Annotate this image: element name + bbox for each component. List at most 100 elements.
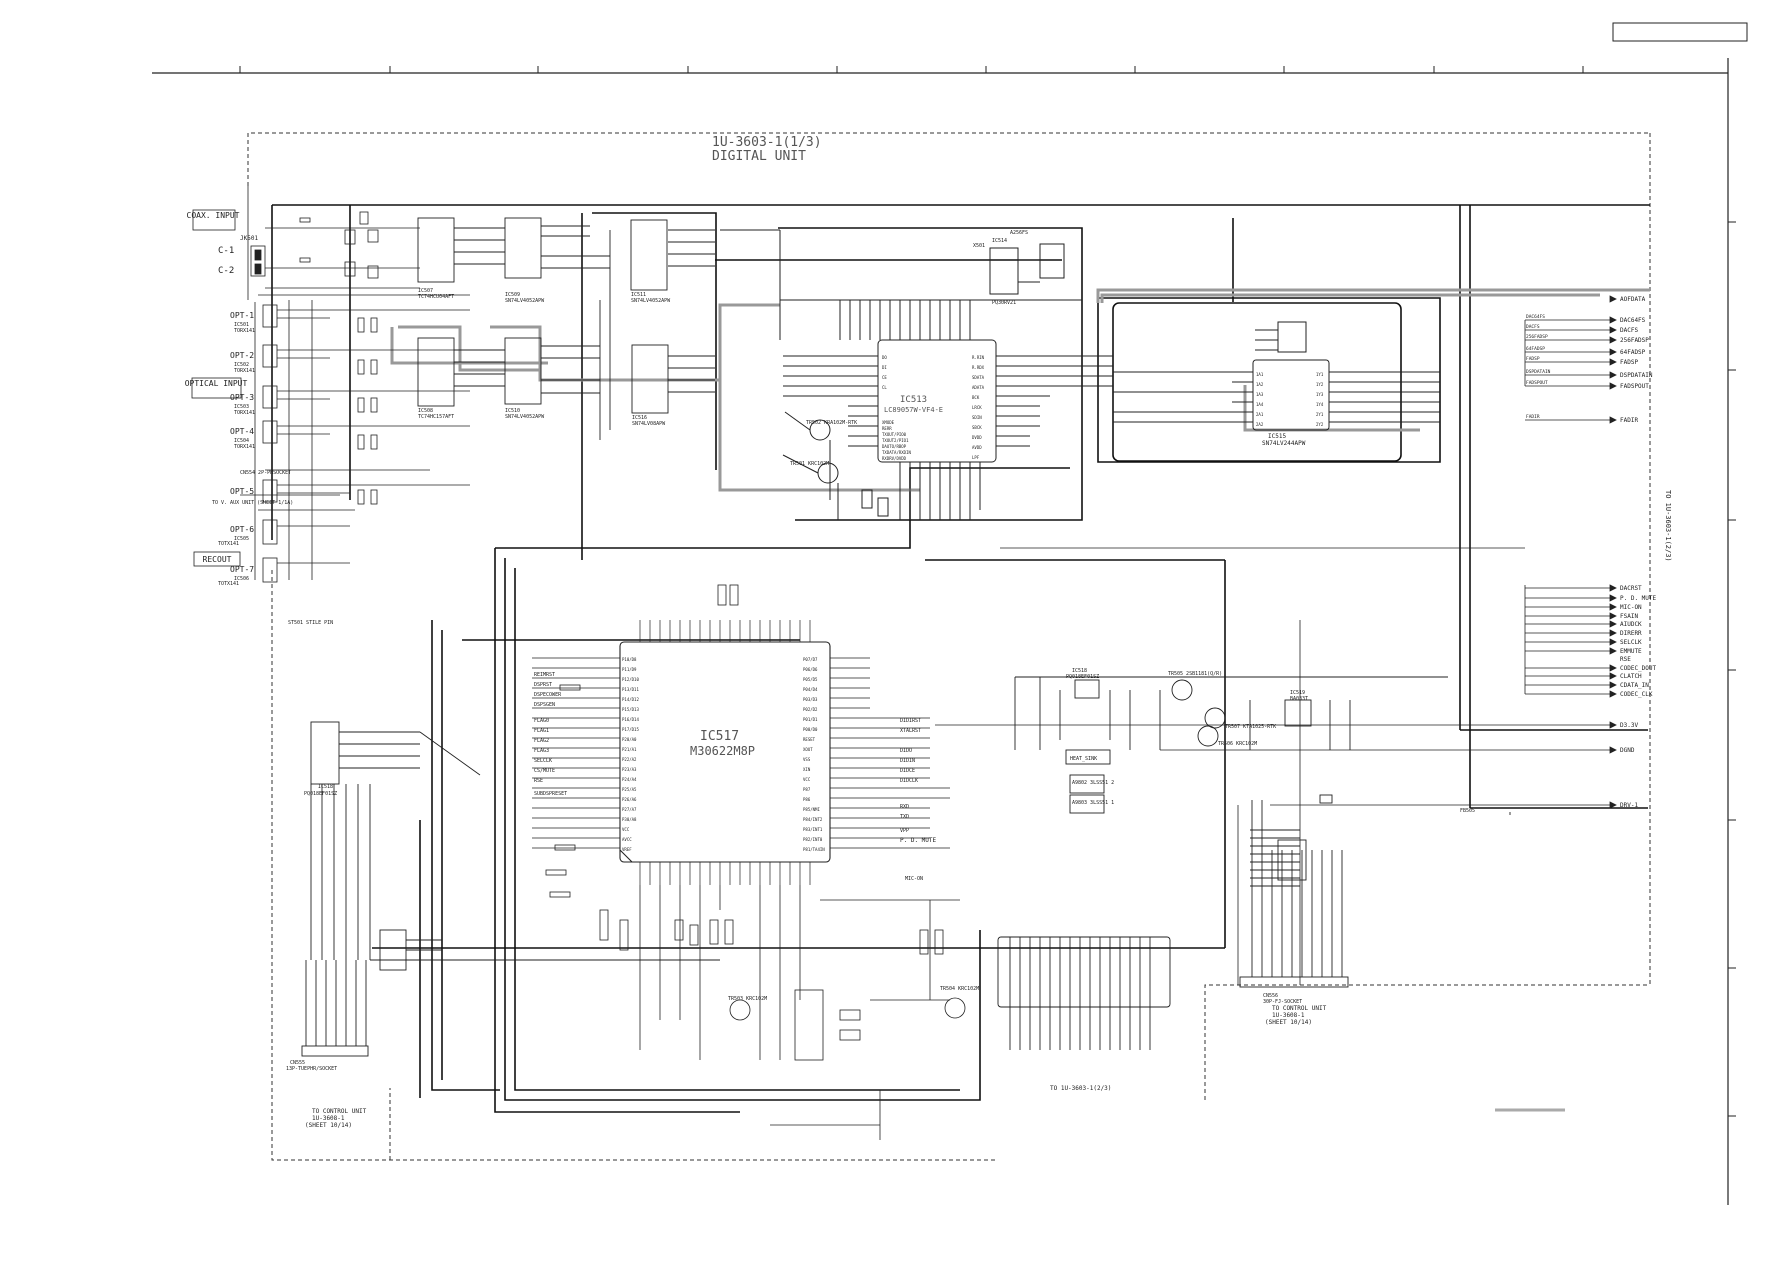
net-256fadsp: 256FADSP: [1526, 334, 1548, 340]
ic511-part: SN74LV4052APW: [631, 298, 671, 304]
mcu-pin-r4: P03/D3: [803, 697, 818, 702]
ic510-ref: IC510: [505, 408, 520, 414]
out-selclk: SELCLK: [1620, 639, 1642, 646]
ic515-part: SN74LV244APW: [1262, 440, 1306, 447]
tr506-label: TR506 KRC102M: [1218, 741, 1257, 747]
optical-input-label: OPTICAL INPUT: [185, 379, 248, 388]
ic513-pin-l5: RERR: [882, 426, 892, 431]
mcu-pin-l0: P10/D8: [622, 657, 637, 662]
ic518-part: PQ018EF01SZ: [304, 791, 337, 797]
ic513-pin-l6: TXOUT/PIO0: [882, 432, 907, 437]
jk501-label: JK501: [240, 235, 258, 242]
output-net-labels: DAC64FS DACFS 256FADSP 64FADSP FADSP DSP…: [1526, 314, 1551, 420]
ic513-pin-l9: TXDATA/RXDIN: [882, 450, 911, 455]
mcu-peripherals: [545, 584, 966, 1140]
out-codec-dout: CODEC_DOUT: [1620, 665, 1657, 672]
mcu-pin-l5: P15/D13: [622, 707, 639, 712]
ic515-pin8: 1Y1: [1316, 372, 1324, 377]
ic517-block: [619, 641, 831, 863]
ic519-part: BA033T: [1290, 696, 1308, 702]
mcu-pin-l6: P16/D14: [622, 717, 639, 722]
mcu-pin-r0: P07/D7: [803, 657, 818, 662]
ic513-pin-r0: R.RIN: [972, 355, 985, 360]
mcu-pin-r6: P01/D1: [803, 717, 818, 722]
mcu-pin-l12: P24/A4: [622, 777, 637, 782]
heatsink-label: HEAT_SINK: [1070, 756, 1097, 762]
ic517-ref: IC517: [700, 729, 739, 744]
mcu-sig-r0: DIDIRST: [900, 718, 921, 724]
fb505-label: FB505: [1460, 808, 1475, 814]
tr507-label: TR507 KTA1025-RTK: [1225, 724, 1276, 730]
mcu-pin-r1: P06/D6: [803, 667, 818, 672]
opt3-label: OPT-3: [230, 393, 254, 402]
out-direrr: DIRERR: [1620, 630, 1642, 637]
mcu-sig-l9: CS/MUTE: [534, 768, 555, 774]
ic513-part: LC89057W-VF4-E: [884, 406, 943, 414]
mcu-pin-r3: P04/D4: [803, 687, 818, 692]
cn556-part: 30P-FJ-SOCKET: [1263, 999, 1302, 1005]
aux-note: TO V. AUX UNIT (SHEET 1/1A): [212, 500, 293, 506]
ic508-part: TC74HC157AFT: [418, 414, 454, 420]
coax-input-label: COAX. INPUT: [187, 211, 240, 220]
out-fadspout: FADSPOUT: [1620, 383, 1649, 390]
ic513-pin-r8: DVDD: [972, 435, 982, 440]
net-fadspout: FADSPOUT: [1526, 380, 1548, 386]
opt7-ic: IC506: [234, 576, 249, 582]
cn554-label: CN554 2P-PHSOCKET: [240, 470, 291, 476]
cn556-connector: [1239, 800, 1349, 988]
mcu-sig-l5: FLAG1: [534, 728, 549, 734]
ic515-block: [1113, 321, 1440, 431]
out-aofdata: AOFDATA: [1620, 296, 1646, 303]
opt1-label: OPT-1: [230, 311, 254, 320]
mcu-sig-r8: VPP: [900, 828, 909, 834]
mcu-sig-l0: REIMRST: [534, 672, 555, 678]
cn556-note-1: TO CONTROL UNIT: [1272, 1005, 1327, 1012]
opt6-label: OPT-6: [230, 525, 254, 534]
ic518-block: [310, 721, 481, 971]
selector-bus: [390, 288, 1650, 492]
opt7-part: TOTX141: [218, 581, 239, 587]
cn555-note-3: (SHEET 10/14): [305, 1122, 352, 1129]
opt7-label: OPT-7: [230, 565, 254, 574]
page-number-box: [1612, 22, 1748, 42]
mcu-pin-l3: P13/D11: [622, 687, 639, 692]
ic513-pin-r4: BCK: [972, 395, 980, 400]
ic513-pin-l7: TXOUT2/PIO1: [882, 438, 909, 443]
output-labels: AOFDATA DAC64FS DACFS 256FADSP 64FADSP F…: [1620, 296, 1657, 809]
ic513-pin-l3: CL: [882, 385, 887, 390]
mcu-pin-l7: P17/D15: [622, 727, 639, 732]
mcu-pin-l18: AVCC: [622, 837, 632, 842]
net-dspdatain: DSPDATAIN: [1526, 369, 1551, 375]
ic516-part: SN74LV08APW: [632, 421, 666, 427]
mcu-pin-l1: P11/D9: [622, 667, 637, 672]
ic513-pin-r1: R.RDX: [972, 365, 985, 370]
ic513-pin-l10: RXDRV/DVDD: [882, 456, 907, 461]
out-fadir: FADIR: [1620, 417, 1638, 424]
mcu-pin-l14: P26/A6: [622, 797, 637, 802]
mcu-pin-r12: VCC: [803, 777, 811, 782]
ic515-pin10: 1Y3: [1316, 392, 1324, 397]
ic515-ref: IC515: [1268, 433, 1286, 440]
mcu-pin-r5: P02/D2: [803, 707, 818, 712]
out-codec-clk: CODEC_CLK: [1620, 691, 1653, 698]
ic519-ref: IC519: [1290, 690, 1305, 696]
ic515-pin12: 2Y1: [1316, 412, 1324, 417]
out-mic-on: MIC-ON: [1620, 604, 1642, 611]
output-arrows: [1609, 295, 1617, 809]
opt1-ic: IC501: [234, 322, 249, 328]
mcu-pin-r9: XOUT: [803, 747, 813, 752]
mcu-pin-l9: P21/A1: [622, 747, 637, 752]
mcu-pin-r18: P82/INT0: [803, 837, 823, 842]
ic508-ref: IC508: [418, 408, 433, 414]
mcu-pin-l17: VCC: [622, 827, 630, 832]
mcu-sig-l1: DSPRST: [534, 682, 552, 688]
right-vertical-note: TO 1U-3603-1(2/3): [1664, 490, 1672, 562]
ic513-pin-r3: ADATA: [972, 385, 985, 390]
mcu-pin-l8: P20/A0: [622, 737, 637, 742]
out-256fadsp: 256FADSP: [1620, 337, 1649, 344]
opt2-part: TORX141: [234, 368, 255, 374]
mcu-sig-r6: RXD: [900, 804, 909, 810]
opt4-ic: IC504: [234, 438, 249, 444]
ic513-pin-r2: SDATA: [972, 375, 985, 380]
ic515-pin1: 1A2: [1256, 382, 1264, 387]
